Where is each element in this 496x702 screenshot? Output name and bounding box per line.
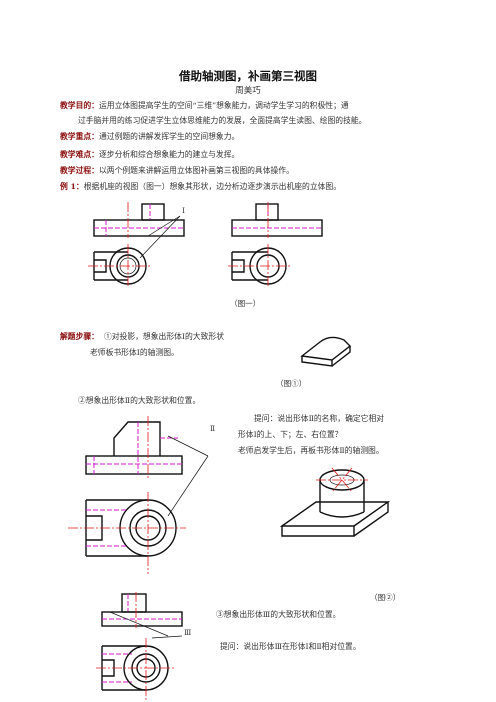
steps-line: 解题步骤： ①对投影，想象出形体Ⅰ的大致形状: [60, 330, 224, 344]
figure-1-marker: Ⅰ: [182, 206, 185, 215]
goal-line-1: 教学目的：运用立体图提高学生的空间“三维”想象能力，调动学生学习的积极性；通: [60, 99, 349, 113]
figure-c1-drawing: [300, 336, 352, 367]
goal-label: 教学目的：: [60, 101, 99, 110]
question-1: 提问：说出形体Ⅱ的名称，确定它相对: [254, 414, 385, 423]
figure-c2-drawing: [279, 467, 391, 537]
figure-2-left-drawing: [68, 416, 209, 574]
step-3-text: ③想象出形体Ⅲ的大致形状和位置。: [216, 610, 341, 619]
difficulty-line: 教学难点：逐步分析和综合想象能力的建立与发挥。: [60, 148, 239, 162]
figure-c2-caption: （图②）: [370, 593, 401, 602]
key-label: 教学重点：: [60, 132, 99, 141]
example-text: 根据机座的视图（图一）想象其形状，边分析边逐步演示出机座的立体图。: [83, 182, 342, 191]
steps-label: 解题步骤：: [60, 332, 99, 341]
question-2: 形体Ⅰ的上、下；左、右位置？: [238, 430, 343, 439]
question-4: 提问：说出形体Ⅲ在形体Ⅰ和Ⅱ相对位置。: [220, 642, 361, 651]
author-name: 周美巧: [235, 86, 261, 96]
process-label: 教学过程：: [60, 166, 99, 175]
difficulty-label: 教学难点：: [60, 150, 99, 159]
key-line: 教学重点：通过例题的讲解发挥学生的空间想象力。: [60, 130, 239, 144]
goal-text-1: 运用立体图提高学生的空间“三维”想象能力，调动学生学习的积极性；通: [98, 101, 349, 110]
key-text: 通过例题的讲解发挥学生的空间想象力。: [98, 132, 240, 141]
figure-2-marker: Ⅱ: [210, 424, 216, 433]
difficulty-text: 逐步分析和综合想象能力的建立与发挥。: [98, 150, 240, 159]
step-1-text: ①对投影，想象出形体Ⅰ的大致形状: [103, 332, 224, 341]
step-1-sub: 老师板书形体Ⅰ的轴测图。: [90, 348, 179, 357]
step-2-text: ②想象出形体Ⅱ的大致形状和位置。: [78, 396, 201, 405]
process-line: 教学过程：以两个例题来讲解运用立体图补画第三视图的具体操作。: [60, 164, 294, 178]
goal-text-2: 过手脑并用的练习促进学生立体思维能力的发展，全面提高学生读图、绘图的技能。: [78, 116, 367, 125]
figure-3-marker: Ⅲ: [184, 628, 192, 637]
figure-1-left-drawing: [88, 202, 185, 288]
process-text: 以两个例题来讲解运用立体图补画第三视图的具体操作。: [98, 166, 294, 175]
figure-3-drawing: [96, 592, 183, 700]
figure-c1-caption: （图①）: [276, 379, 307, 388]
example-label: 例 1：: [60, 182, 84, 191]
example-line: 例 1：根据机座的视图（图一）想象其形状，边分析边逐步演示出机座的立体图。: [60, 180, 341, 194]
figure-1-right-drawing: [228, 202, 323, 288]
figure-1-caption: （图一）: [230, 299, 261, 308]
page-title: 借助轴测图，补画第三视图: [179, 69, 317, 83]
question-3: 老师启发学生后，再板书形体Ⅱ的轴测图。: [238, 446, 384, 455]
